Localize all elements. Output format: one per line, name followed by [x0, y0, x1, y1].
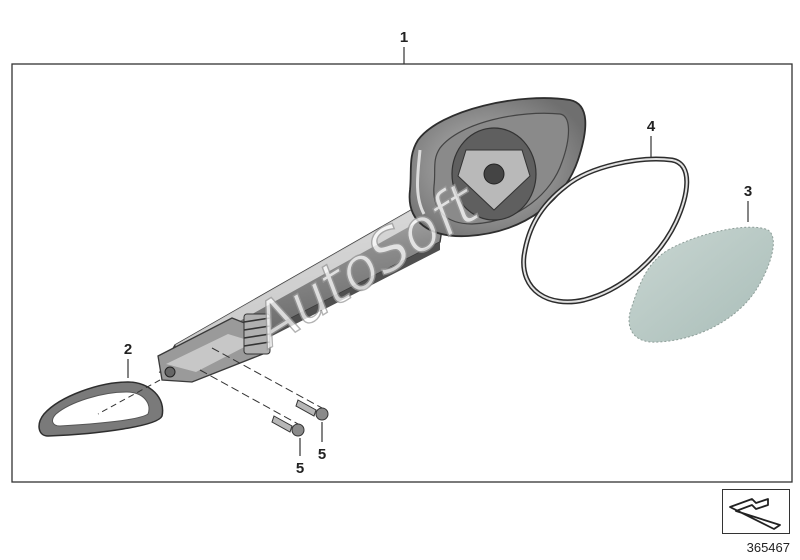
mirror-housing [408, 97, 587, 237]
mount-spring [243, 313, 271, 355]
callout-2[interactable]: 2 [124, 341, 132, 358]
guide-line-cover [97, 379, 161, 415]
assembly-frame [11, 63, 793, 483]
diagram-id: 365467 [746, 540, 790, 555]
callout-4[interactable]: 4 [647, 118, 656, 135]
mirror-glass [628, 226, 774, 343]
callout-5-right[interactable]: 5 [318, 446, 326, 463]
screw-right [211, 347, 329, 421]
mirror-arm [157, 204, 445, 383]
callout-5-left[interactable]: 5 [296, 460, 304, 477]
small-cover [38, 381, 164, 437]
screw-left [199, 369, 305, 437]
arrow-icon[interactable] [722, 489, 790, 534]
callout-1[interactable]: 1 [400, 29, 408, 46]
callout-3[interactable]: 3 [744, 183, 752, 200]
watermark: AutoSoft [238, 168, 491, 362]
seal-frame [521, 156, 690, 305]
